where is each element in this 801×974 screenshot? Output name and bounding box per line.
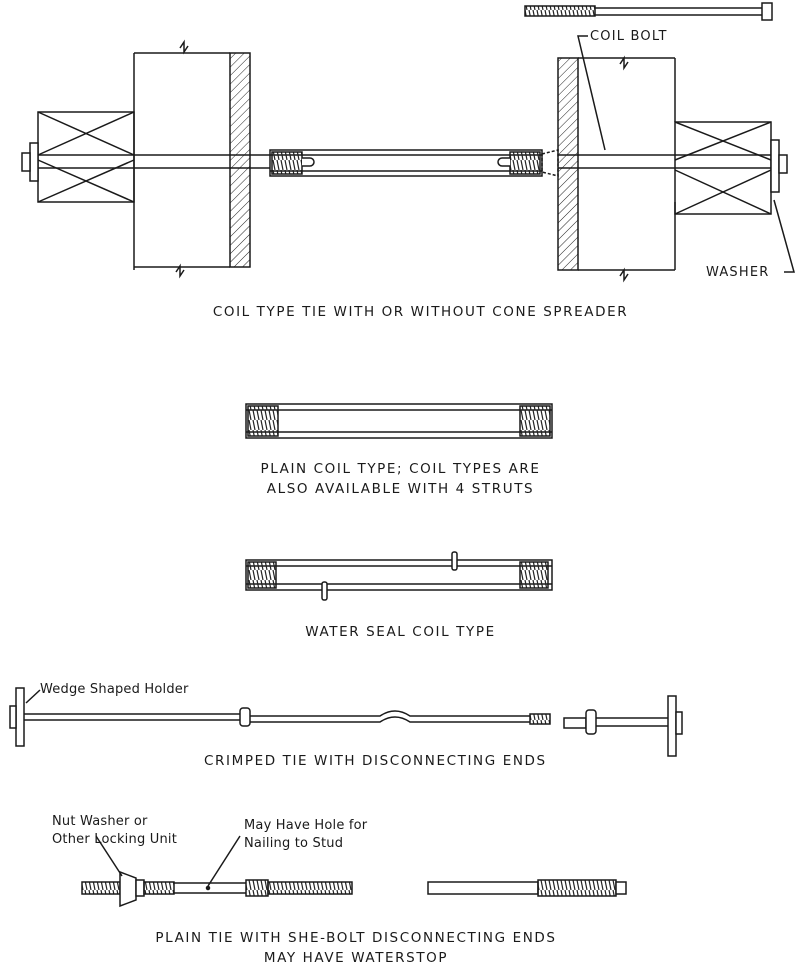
coil-bolt-leader (577, 35, 606, 151)
plain-coil-caption-2: ALSO AVAILABLE WITH 4 STRUTS (266, 481, 535, 497)
nut-washer-label-1: Nut Washer or (52, 814, 148, 829)
cone-spreader (541, 149, 559, 177)
washer-label: WASHER (706, 265, 770, 280)
water-seal-caption: WATER SEAL COIL TYPE (305, 624, 496, 640)
water-seal-spreader (245, 551, 553, 601)
nut-leader (95, 835, 123, 877)
plain-coil-spreader (245, 403, 553, 439)
washer-leader (773, 199, 795, 273)
hole-label-2: Nailing to Stud (244, 836, 344, 851)
coil-tie-assembly (21, 2, 795, 283)
waterstop-disc (321, 581, 328, 601)
she-bolt-tie (81, 835, 627, 908)
right-stud (578, 55, 676, 283)
she-bolt-caption-1: PLAIN TIE WITH SHE-BOLT DISCONNECTING EN… (155, 930, 557, 946)
coil-spreader (269, 149, 543, 177)
nut-washer-label-2: Other Locking Unit (52, 832, 177, 847)
right-wale (674, 121, 772, 215)
holder-leader (25, 689, 41, 704)
coil-tie-caption: COIL TYPE TIE WITH OR WITHOUT CONE SPREA… (212, 304, 629, 320)
crimped-tie (9, 687, 683, 757)
hole-label-1: May Have Hole for (244, 818, 368, 833)
waterstop-disc (451, 551, 458, 571)
coil-bolt-icon (524, 2, 773, 21)
wedge-holder-label: Wedge Shaped Holder (40, 682, 189, 697)
she-bolt-caption-2: MAY HAVE WATERSTOP (263, 950, 449, 966)
right-washer (770, 139, 780, 193)
left-sheathing (229, 52, 251, 268)
left-wale (37, 111, 135, 203)
crimped-tie-caption: CRIMPED TIE WITH DISCONNECTING ENDS (204, 753, 547, 769)
wedge-holder (15, 687, 25, 747)
right-nut (778, 154, 788, 174)
lock-nut (119, 870, 137, 908)
right-sheathing (557, 57, 579, 271)
left-stud (133, 39, 230, 279)
hole-leader (207, 835, 241, 887)
left-nut (21, 152, 31, 172)
plain-coil-caption-1: PLAIN COIL TYPE; COIL TYPES ARE (260, 461, 541, 477)
left-washer (29, 142, 39, 182)
coil-bolt-label: COIL BOLT (590, 29, 668, 44)
